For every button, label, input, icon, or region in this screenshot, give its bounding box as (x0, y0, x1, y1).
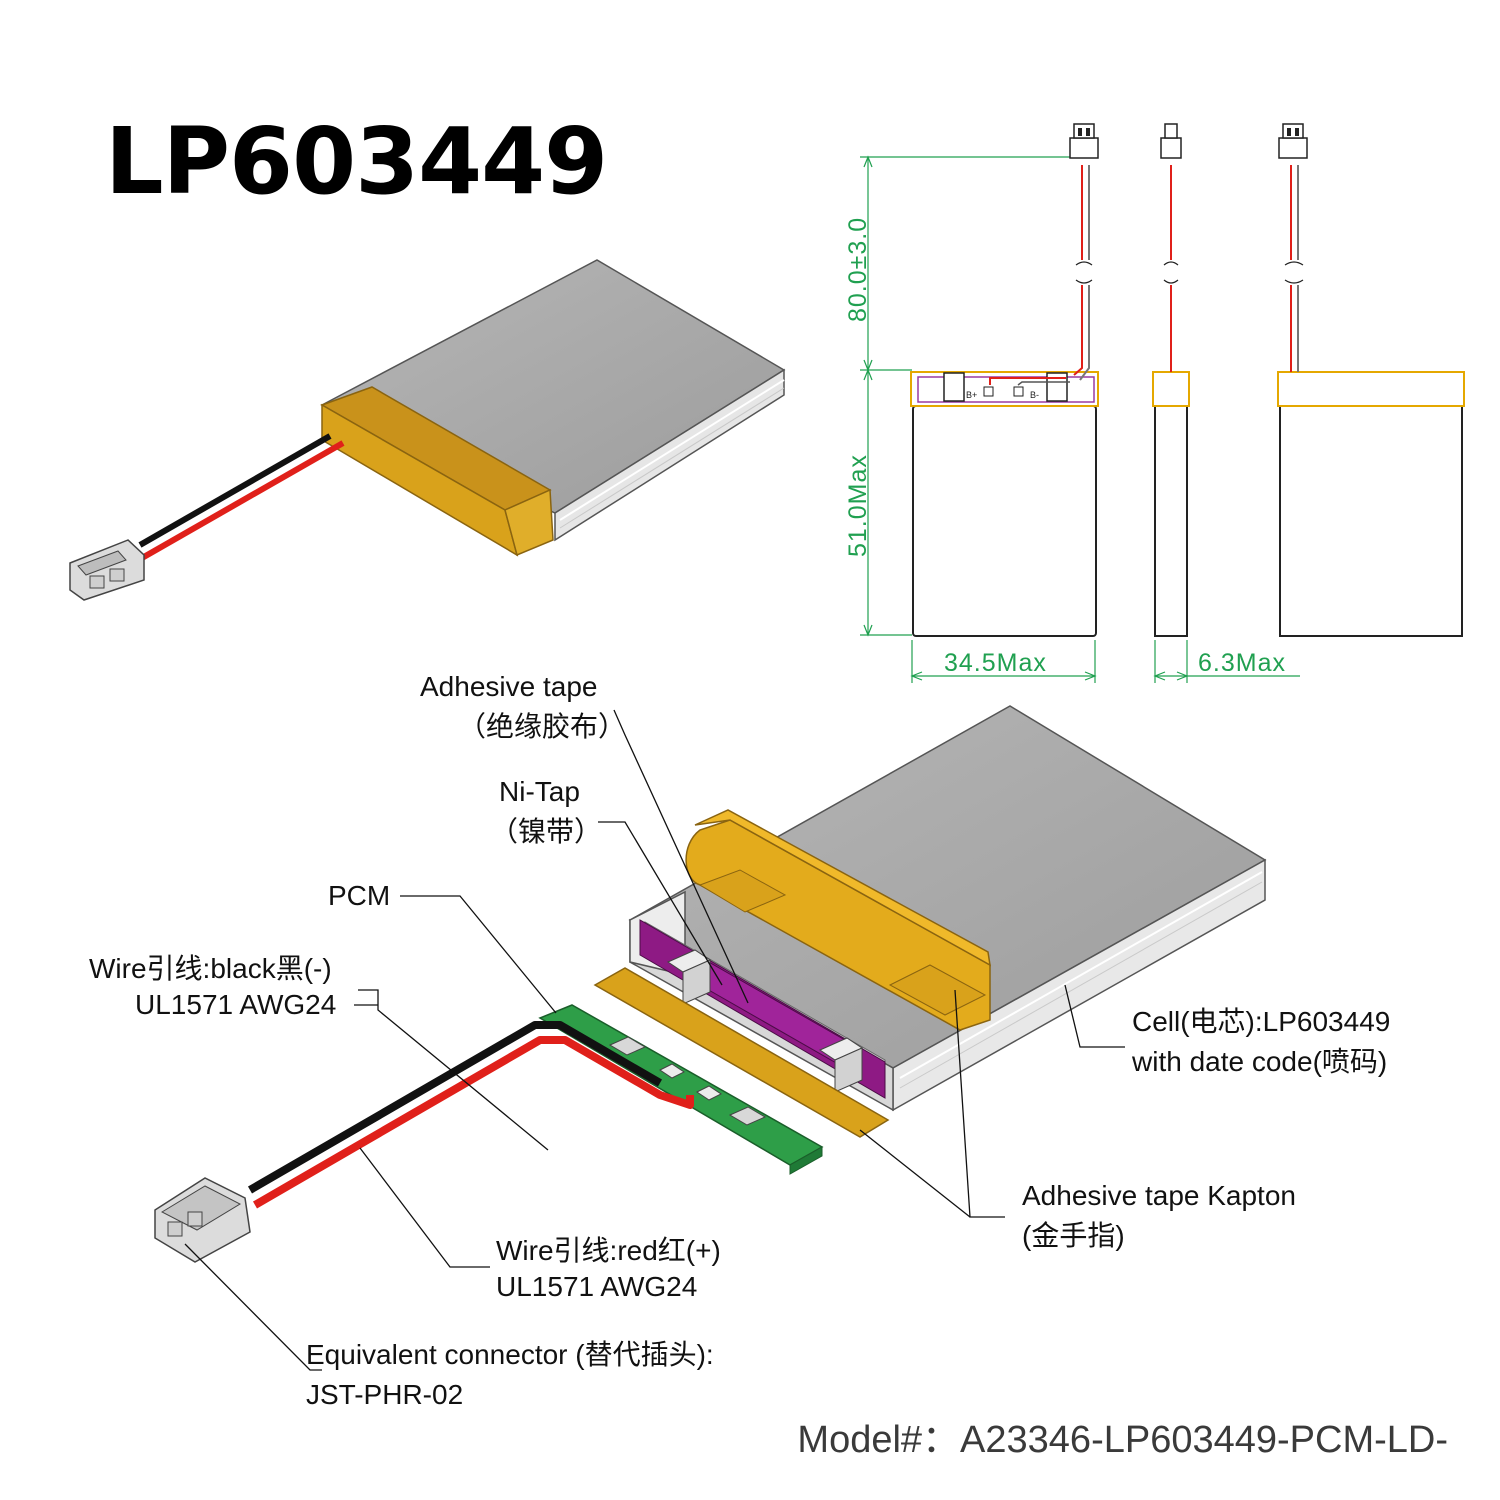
leader-lines (184, 709, 1125, 1371)
label-wire-red-spec: UL1571 AWG24 (496, 1271, 698, 1302)
height-dimension-51: 51.0Max (844, 454, 872, 557)
label-ni-tap-cn: （镍带） (490, 816, 603, 847)
pcm-mark-plus: B+ (966, 390, 977, 400)
dimension-lines (860, 155, 1300, 683)
label-wire-red: Wire引线:red红(+) (496, 1235, 721, 1266)
thickness-dimension: 6.3Max (1198, 649, 1286, 677)
front-view: B+ B- (910, 123, 1099, 637)
label-connector: Equivalent connector (替代插头): (306, 1339, 714, 1370)
model-title: LP603449 (105, 108, 608, 215)
label-kapton-cn: (金手指) (1022, 1220, 1125, 1251)
label-cell-date-code: with date code(喷码) (1132, 1046, 1388, 1077)
label-kapton: Adhesive tape Kapton (1022, 1180, 1296, 1211)
label-adhesive-tape-cn: （绝缘胶布） (458, 711, 627, 742)
width-dimension: 34.5Max (944, 649, 1047, 677)
battery-exploded (154, 705, 1267, 1263)
pcm-mark-minus: B- (1030, 390, 1039, 400)
label-pcm: PCM (328, 880, 391, 911)
label-wire-black: Wire引线:black黑(-) (89, 953, 332, 984)
label-cell: Cell(电芯):LP603449 (1132, 1006, 1391, 1037)
height-dimension-80: 80.0±3.0 (844, 217, 872, 322)
label-wire-black-spec: UL1571 AWG24 (135, 989, 337, 1020)
label-adhesive-tape: Adhesive tape (420, 671, 598, 702)
battery-3d-small (69, 259, 786, 601)
model-number: Model#：A23346-LP603449-PCM-LD- (797, 1419, 1448, 1461)
label-connector-model: JST-PHR-02 (306, 1379, 464, 1410)
side-view (1152, 123, 1190, 637)
back-view (1277, 123, 1465, 637)
label-ni-tap: Ni-Tap (499, 776, 580, 807)
